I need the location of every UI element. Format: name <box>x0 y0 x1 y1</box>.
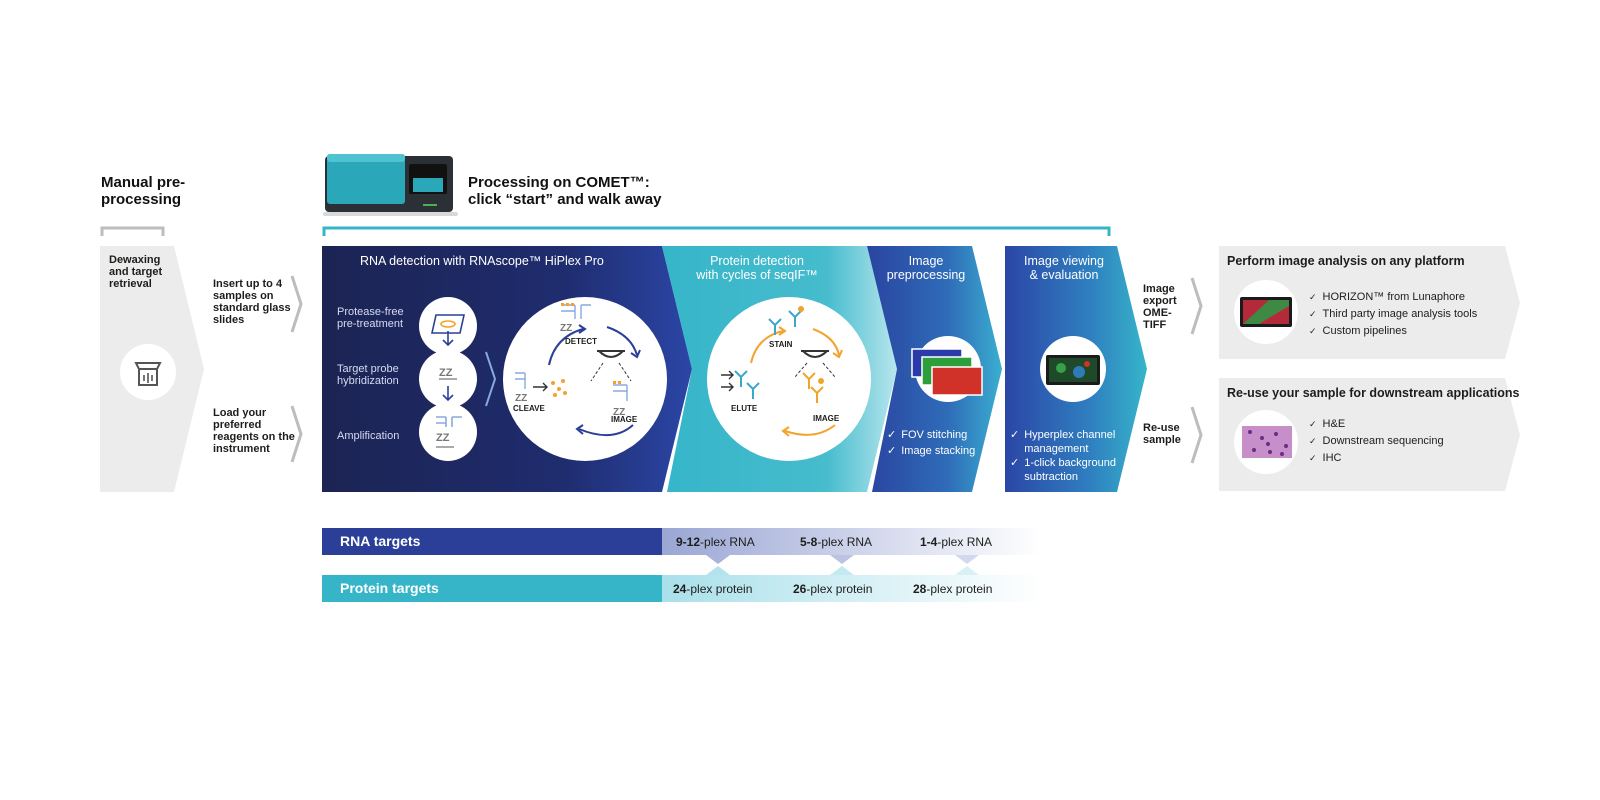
svg-text:ZZ: ZZ <box>515 393 527 404</box>
checkmark-icon: ✓ <box>1309 436 1317 446</box>
preproc-item-1: ✓FOV stitching <box>887 429 968 441</box>
box-icon <box>134 362 162 386</box>
downstream-panel <box>1219 378 1520 491</box>
checkmark-icon: ✓ <box>1309 419 1317 429</box>
downstream-item-1: ✓H&E <box>1309 418 1346 430</box>
checkmark-icon: ✓ <box>1010 429 1020 441</box>
svg-text:ZZ: ZZ <box>613 407 625 418</box>
checkmark-icon: ✓ <box>1010 457 1020 469</box>
manual-bracket <box>100 226 165 236</box>
image-export-label: Image export OME-TIFF <box>1143 283 1177 331</box>
chevron-right-icon <box>485 351 497 407</box>
monitor-icon <box>1046 355 1100 385</box>
analysis-title: Perform image analysis on any platform <box>1227 254 1465 268</box>
protein-cycle-diagram: STAIN IMAGE ELUTE <box>721 306 843 437</box>
viewing-title-line1: Image viewing <box>1024 254 1104 268</box>
viewing-item-2: ✓1-click background subtraction <box>1010 457 1116 483</box>
rna-step-1: Protease-free pre-treatment <box>337 306 404 330</box>
manual-title: Manual pre-processing <box>101 174 186 208</box>
rna-cycle-circle <box>503 297 667 461</box>
analysis-item-2: ✓Third party image analysis tools <box>1309 308 1478 320</box>
checkmark-icon: ✓ <box>1309 453 1317 463</box>
image-label: IMAGE <box>611 415 638 424</box>
elute-label: ELUTE <box>731 404 758 413</box>
rna-section-title: RNA detection with RNAscope™ HiPlex Pro <box>360 254 604 268</box>
amplification-circle <box>419 403 477 461</box>
image-stack-icon <box>911 348 983 396</box>
chevron-right-icon <box>290 275 303 333</box>
stain-label: STAIN <box>769 340 793 349</box>
down-arrow-icon <box>442 331 454 347</box>
tablet-icon <box>1240 297 1292 327</box>
insert-note: Insert up to 4 samples on standard glass… <box>213 278 291 326</box>
analysis-item-1: ✓HORIZON™ from Lunaphore <box>1309 291 1465 303</box>
svg-text:ZZ: ZZ <box>436 432 450 444</box>
preproc-item-2: ✓Image stacking <box>887 445 976 457</box>
dewax-circle <box>120 344 176 400</box>
detect-label: DETECT <box>565 337 597 346</box>
protein-cycle-circle <box>707 297 871 461</box>
rna-plex-3: 1-4-plex RNA <box>920 535 993 549</box>
comet-bracket <box>322 226 1111 236</box>
targets-bars <box>322 528 1042 602</box>
down-arrow-icon <box>442 386 454 402</box>
protein-plex-1: 24-plex protein <box>673 582 753 596</box>
image-label: IMAGE <box>813 414 840 423</box>
protein-targets-label: Protein targets <box>340 580 439 596</box>
checkmark-icon: ✓ <box>887 445 897 457</box>
load-note: Load your preferred reagents on the inst… <box>213 407 295 455</box>
cleave-label: CLEAVE <box>513 404 546 413</box>
chevron-right-icon <box>1190 406 1203 464</box>
rna-plex-1: 9-12-plex RNA <box>676 535 755 549</box>
dewax-label: Dewaxing and target retrieval <box>109 254 163 290</box>
reuse-label: Re-use sample <box>1143 422 1181 446</box>
preproc-title-line1: Image <box>908 254 944 268</box>
zz-probe-icon: ZZ <box>439 367 457 380</box>
rna-step-3: Amplification <box>337 430 400 442</box>
chevron-right-icon <box>1190 277 1203 335</box>
rna-cycle-diagram: ZZ ZZ ZZ DETECT IMAGE CLEAVE <box>513 303 641 436</box>
analysis-item-3: ✓Custom pipelines <box>1309 325 1407 337</box>
protein-plex-2: 26-plex protein <box>793 582 873 596</box>
downstream-title: Re-use your sample for downstream applic… <box>1227 386 1520 400</box>
checkmark-icon: ✓ <box>887 429 897 441</box>
analysis-panel <box>1219 246 1520 359</box>
svg-text:ZZ: ZZ <box>439 367 453 379</box>
checkmark-icon: ✓ <box>1309 292 1317 302</box>
downstream-item-2: ✓Downstream sequencing <box>1309 435 1444 447</box>
protein-plex-3: 28-plex protein <box>913 582 993 596</box>
comet-title-line2: click “start” and walk away <box>468 191 662 208</box>
downstream-item-3: ✓IHC <box>1309 452 1342 464</box>
rna-targets-label: RNA targets <box>340 533 421 549</box>
rna-step-2: Target probe hybridization <box>337 363 399 387</box>
amplified-probe-icon: ZZ <box>436 416 462 448</box>
protein-title-line1: Protein detection <box>710 254 804 268</box>
checkmark-icon: ✓ <box>1309 326 1317 336</box>
he-tissue-icon <box>1242 426 1292 458</box>
comet-instrument-image <box>323 154 458 216</box>
viewing-item-1: ✓Hyperplex channel management <box>1010 429 1116 455</box>
slide-icon <box>431 314 465 334</box>
antibody-icon <box>734 310 802 399</box>
checkmark-icon: ✓ <box>1309 309 1317 319</box>
comet-title-line1: Processing on COMET™: <box>468 174 650 191</box>
protein-title-line2: with cycles of seqIF™ <box>696 268 818 282</box>
svg-text:ZZ: ZZ <box>560 323 572 334</box>
preproc-title-line2: preprocessing <box>886 268 966 282</box>
rna-plex-2: 5-8-plex RNA <box>800 535 873 549</box>
viewing-title-line2: & evaluation <box>1029 268 1099 282</box>
chevron-right-icon <box>290 405 303 463</box>
